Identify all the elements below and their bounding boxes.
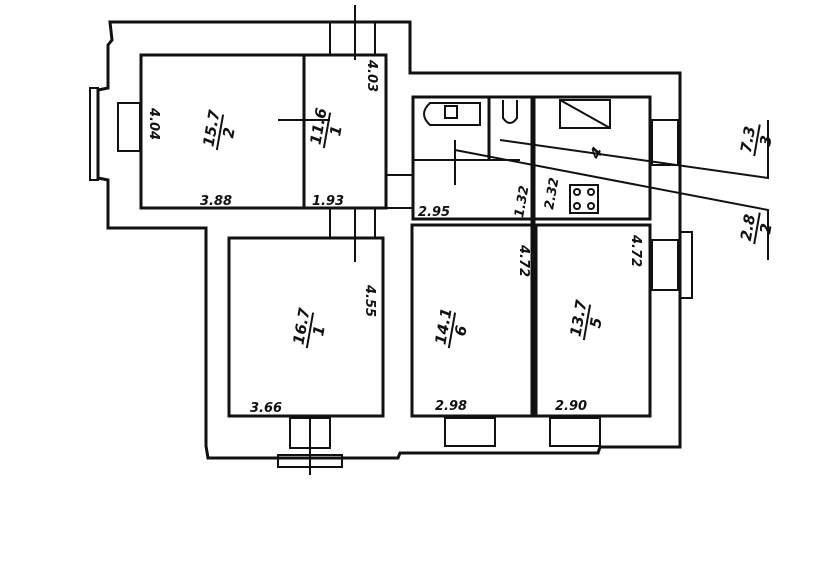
room-3: [227, 236, 385, 418]
dim-room2-width: 3.88: [200, 194, 232, 209]
dim-room6-height: 4.72: [516, 244, 531, 277]
dim-hall-width: 2.95: [418, 205, 450, 220]
windows: [89, 5, 693, 475]
sink-icon: [444, 105, 458, 119]
stove-icon: [569, 184, 599, 214]
callout-2-area: 2.8: [737, 213, 759, 242]
dim-bath-height: 1.32: [512, 184, 532, 218]
toilet-icon: [502, 100, 518, 124]
dim-room6-width: 2.98: [435, 399, 467, 414]
room-5: [534, 223, 652, 418]
room-1-number: 1: [326, 124, 346, 137]
room-5-number: 5: [586, 316, 606, 329]
room-3-number: 1: [309, 324, 329, 337]
burner: [587, 188, 595, 196]
burner: [573, 202, 581, 210]
dim-room3-height: 4.55: [362, 284, 377, 317]
outer-wall: [96, 20, 682, 460]
room-2-number: 2: [219, 126, 239, 139]
dim-room1-width: 1.93: [312, 194, 344, 209]
bathtub-icon: [423, 102, 481, 126]
dim-kitchen-height: 2.32: [542, 176, 562, 210]
callout-2-number: 2: [756, 222, 776, 235]
dim-room1-height: 4.03: [364, 59, 379, 92]
room-4-number: 4: [585, 144, 606, 163]
callout-3-area: 7.3: [737, 125, 759, 154]
dim-room5-width: 2.90: [555, 399, 587, 414]
callout-3-number: 3: [756, 134, 776, 147]
dim-room2-height: 4.04: [146, 107, 161, 140]
dim-room5-height: 4.72: [628, 234, 643, 267]
burner: [573, 188, 581, 196]
room-1: [302, 53, 388, 210]
burner: [587, 202, 595, 210]
callout-leader-3: [499, 120, 769, 180]
kitchen-sink-icon: [559, 99, 611, 129]
dim-room3-width: 3.66: [250, 401, 282, 416]
sink-diagonal: [559, 99, 611, 129]
callout-leader-2: [454, 149, 769, 260]
room-6-number: 6: [451, 324, 471, 337]
